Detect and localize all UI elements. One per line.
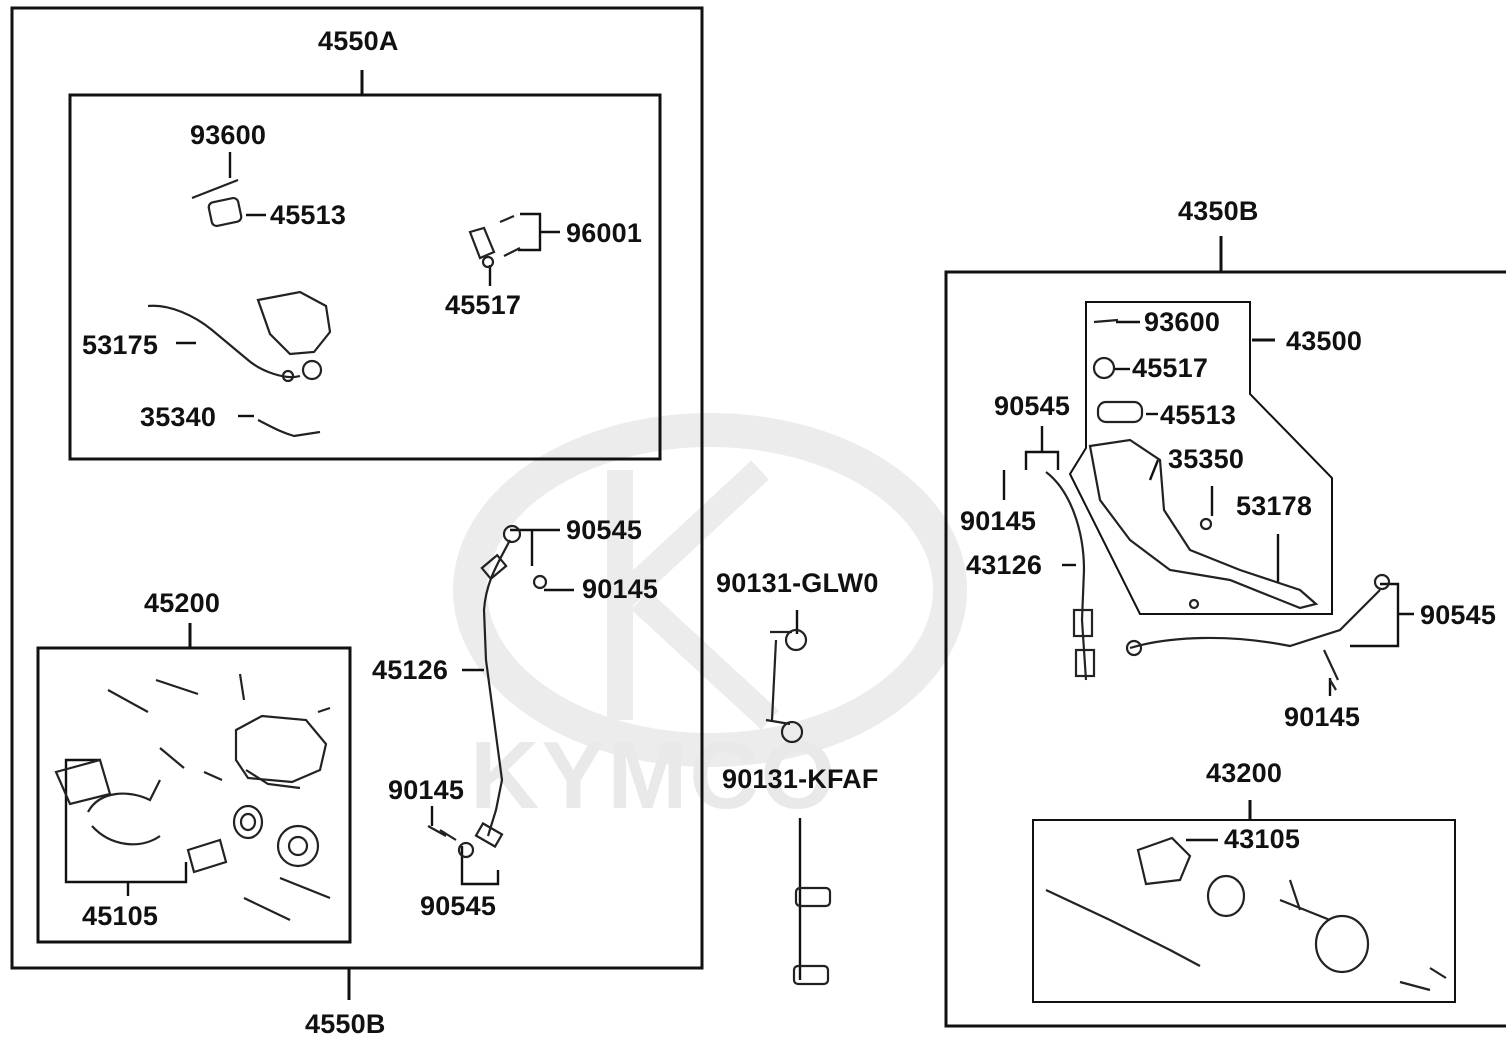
- label-90545: 90545: [1420, 600, 1497, 630]
- screw-35340-icon: [257, 419, 321, 438]
- label-45200: 45200: [144, 588, 221, 618]
- label-4550A: 4550A: [318, 26, 399, 56]
- lever-53178-icon: [1088, 438, 1319, 610]
- label-43126: 43126: [966, 550, 1043, 580]
- pin-45517-b-icon: [1092, 356, 1116, 380]
- label-45513: 45513: [1160, 400, 1237, 430]
- label-45513: 45513: [270, 200, 347, 230]
- label-53175: 53175: [82, 330, 159, 360]
- frame-4550A: [68, 93, 662, 461]
- label-90545: 90545: [566, 515, 643, 545]
- bolt-90145-icon: [427, 825, 475, 859]
- pad-45513-icon: [207, 196, 243, 228]
- label-4550B: 4550B: [305, 1009, 386, 1039]
- label-45105: 45105: [82, 901, 159, 931]
- master-cylinder-43200-icon: [1045, 836, 1447, 992]
- label-90131-GLW0: 90131-GLW0: [716, 568, 879, 598]
- label-53178: 53178: [1236, 491, 1313, 521]
- label-90545: 90545: [420, 891, 497, 921]
- label-90131-KFAF: 90131-KFAF: [722, 764, 879, 794]
- label-4350B: 4350B: [1178, 196, 1259, 226]
- frame-43500: [1068, 301, 1333, 615]
- pin-93600-b-icon: [1093, 318, 1119, 324]
- label-35350: 35350: [1168, 444, 1245, 474]
- label-90145: 90145: [1284, 702, 1361, 732]
- label-96001: 96001: [566, 218, 643, 248]
- watermark-text: KYMCO: [470, 722, 838, 829]
- label-93600: 93600: [1144, 307, 1221, 337]
- pad-45513-b-icon: [1096, 400, 1144, 424]
- label-90145: 90145: [960, 506, 1037, 536]
- banjo-bolt-90131-GLW0-icon: [770, 628, 808, 721]
- frame-43200: [1032, 819, 1456, 1003]
- caliper-45200-icon: [54, 673, 331, 921]
- hose-43126-icon: [1045, 471, 1391, 691]
- lever-53175-icon: [147, 290, 332, 383]
- label-43200: 43200: [1206, 758, 1283, 788]
- spring-96001-icon: [499, 214, 521, 257]
- label-90545: 90545: [994, 391, 1071, 421]
- frame-45200: [36, 646, 352, 944]
- frame-4350B: [944, 270, 1506, 1028]
- label-45517: 45517: [445, 290, 522, 320]
- label-45517: 45517: [1132, 353, 1209, 383]
- label-43105: 43105: [1224, 824, 1301, 854]
- label-43500: 43500: [1286, 326, 1363, 356]
- label-90145: 90145: [388, 775, 465, 805]
- hose-45126-icon: [474, 524, 548, 849]
- label-35340: 35340: [140, 402, 217, 432]
- pin-45517-icon: [468, 226, 496, 269]
- pin-93600-icon: [191, 178, 239, 200]
- label-90145: 90145: [582, 574, 659, 604]
- banjo-bolt-90131-KFAF-icon: [765, 718, 832, 986]
- label-93600: 93600: [190, 120, 267, 150]
- frame-4550-assembly: [10, 6, 704, 970]
- label-45126: 45126: [372, 655, 449, 685]
